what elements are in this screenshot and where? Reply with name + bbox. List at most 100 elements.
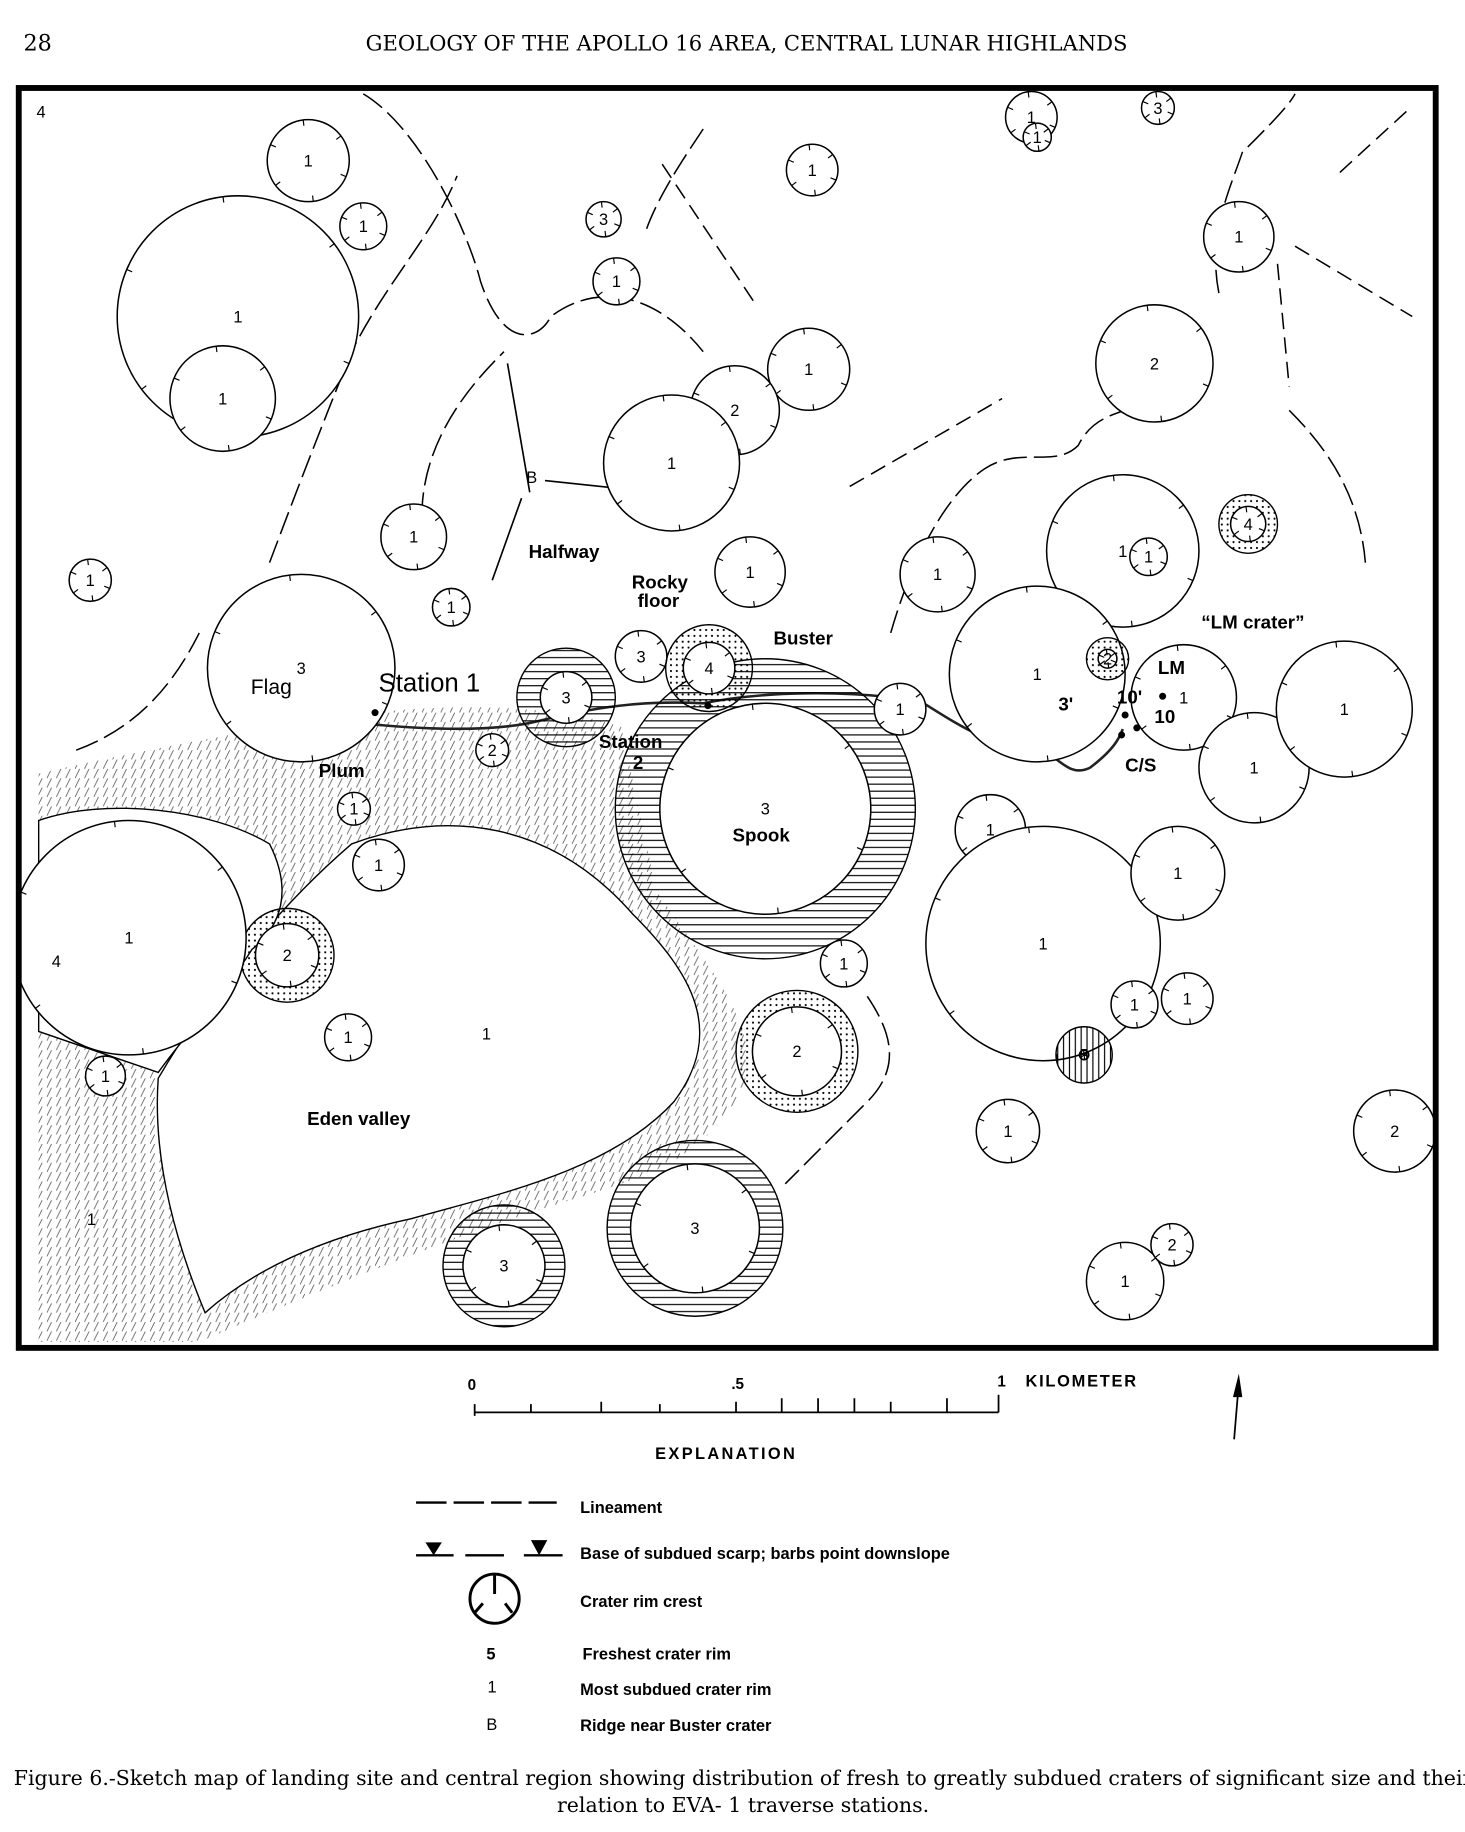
crater-label: 1 [1183,990,1192,1008]
crater [1352,1089,1436,1173]
crater [239,907,335,1003]
crater-label: 1 [344,1029,353,1047]
crater [1085,1241,1165,1321]
crater [380,503,448,571]
crater-label: 1 [1144,549,1153,567]
legend-symbol-1: 1 [488,1678,497,1696]
crater [766,327,851,412]
crater [336,791,372,826]
crater [606,1139,784,1317]
crater [1130,643,1238,751]
crater [1140,90,1176,126]
crater-label: 1 [1249,760,1258,778]
crater [1150,1222,1194,1267]
crater-label: 1 [896,701,905,719]
crater-label: 1 [409,529,418,547]
crater-label: 1 [1179,689,1188,707]
crater-label: 1 [1039,935,1048,953]
cs-label: C/S [1125,754,1156,775]
station-markers [371,692,1167,739]
rocky-floor-label: Rocky [632,571,689,592]
plum-label: Plum [319,760,365,781]
crater [592,257,641,306]
crater-label: 3 [499,1258,508,1276]
crater [431,587,471,627]
crater [18,819,247,1056]
lm-label: LM [1158,657,1185,678]
crater [68,558,113,603]
crater-label: 1 [808,162,817,180]
crater-label: 1 [1027,109,1036,127]
spook-label: Spook [733,825,791,846]
crater-label: 1 [1234,229,1243,247]
crater [614,629,668,683]
crater [1218,493,1279,554]
page-number: 28 [23,30,51,56]
crater-label: 1 [933,566,942,584]
crater-label: 4 [704,660,713,678]
halfway-label: Halfway [529,541,600,562]
legend-label-crater-rim: Crater rim crest [580,1593,703,1611]
crater-label: 2 [792,1043,801,1061]
ten-label: 10 [1154,706,1175,727]
crater-label: 1 [304,153,313,171]
legend-symbol-5: 5 [486,1646,495,1664]
crater-label: 3 [1153,100,1162,118]
crater [352,838,406,892]
crater [206,573,396,763]
crater [602,394,741,532]
explanation: EXPLANATION Lineament Base of subdued sc… [416,1445,950,1735]
crater [1130,825,1226,921]
crater-label: 1 [349,801,358,819]
scale-one: 1 [997,1374,1006,1391]
crater-label: 1 [986,822,995,840]
crater-label: 2 [1390,1123,1399,1141]
crater [516,647,617,748]
crater-label: 4 [36,103,45,121]
legend-label-lineament: Lineament [580,1499,663,1517]
crater-label: 1 [101,1068,110,1086]
crater-label: 1 [482,1026,491,1044]
station1-label: Station 1 [379,670,481,698]
legend-label-subdued: Most subdued crater rim [580,1681,771,1699]
crater [84,1055,127,1097]
crater [1095,304,1214,423]
crater [1202,200,1275,273]
crater [948,585,1126,763]
legend-symbol-b: B [486,1716,497,1734]
crater-label: 1 [1033,129,1042,147]
north-arrow-icon [1232,1373,1243,1440]
legend-label-scarp: Base of subdued scarp; barbs point downs… [580,1545,950,1563]
scale-bar: 0 .5 1 KILOMETER [468,1373,1137,1416]
crater [975,1098,1041,1164]
legend-label-freshest: Freshest crater rim [582,1646,731,1664]
crater [1160,972,1214,1026]
caption-line-2: relation to EVA- 1 traverse stations. [557,1793,929,1817]
crater-label: 2 [730,402,739,420]
crater [1110,980,1159,1029]
crater-label: 1 [218,390,227,408]
lm-crater-label: “LM crater” [1201,611,1304,632]
crater [1129,537,1169,577]
crater-label: 3 [297,660,306,678]
ridge-b-label: B [526,469,537,487]
crater-label: 3 [562,689,571,707]
crater-layer [18,90,1436,1328]
crater-label: 2 [1103,651,1112,669]
crater [664,624,754,713]
scale-zero: 0 [468,1377,476,1394]
station2-label: Station [599,731,663,752]
crater [873,682,927,736]
crater-label: 1 [1118,543,1127,561]
crater-label: 1 [1033,666,1042,684]
crater-label: 3 [690,1220,699,1238]
three-prime-label: 3' [1058,693,1073,714]
scale-unit: KILOMETER [1025,1373,1137,1391]
crater-label: 1 [86,572,95,590]
scale-half: .5 [731,1376,744,1393]
explanation-title: EXPLANATION [655,1445,797,1463]
crater [475,732,510,768]
crater [735,989,859,1114]
ten-prime-label: 10' [1117,686,1142,707]
